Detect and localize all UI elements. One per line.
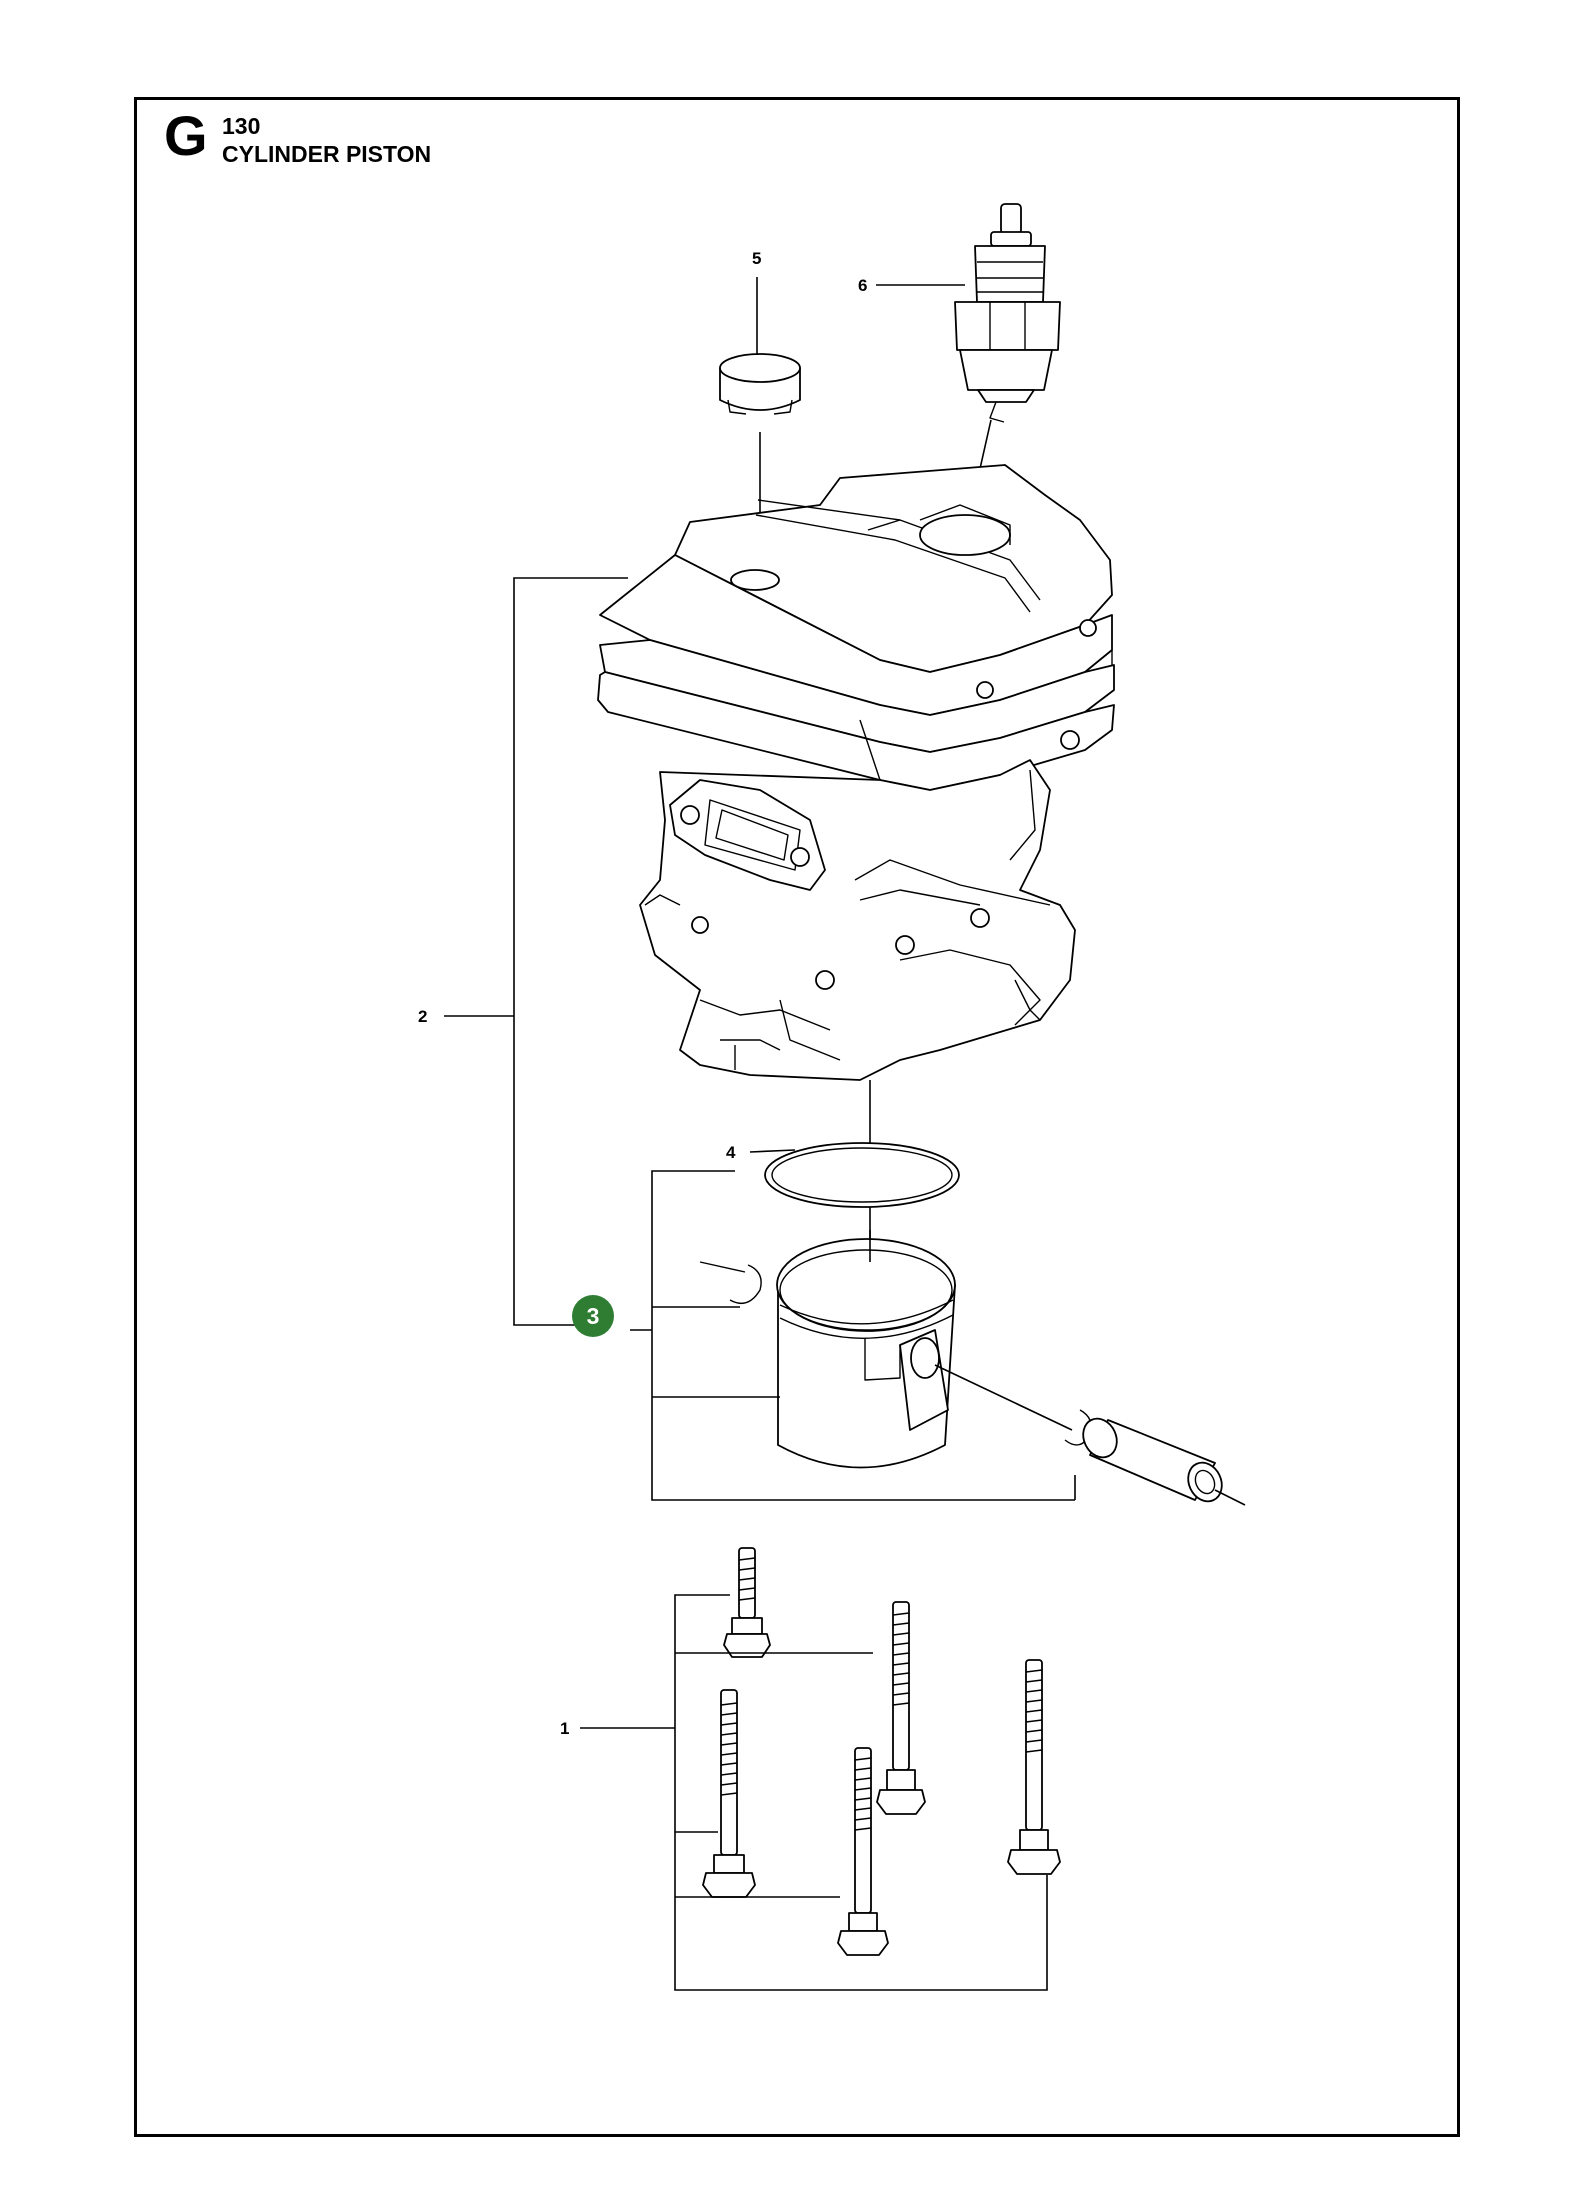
callout-2[interactable]: 2 [418,1007,427,1026]
piston[interactable] [776,1230,1073,1469]
piston-ring[interactable] [764,1080,960,1260]
callout-3[interactable]: 3 [587,1303,600,1329]
bolt-3[interactable] [702,1689,756,1898]
leader-bolts-bracket [580,1594,1048,1991]
page-title: CYLINDER PISTON [222,141,432,167]
callout-3-badge[interactable]: 3 [572,1295,614,1337]
bolt-2[interactable] [876,1601,926,1815]
leader-piston-bracket [630,1170,1076,1501]
callout-1[interactable]: 1 [560,1719,569,1738]
piston-pin[interactable] [1077,1413,1246,1507]
cylinder[interactable] [597,464,1115,1081]
leader-cylinder-bracket [444,577,628,1326]
bolt-1[interactable] [723,1547,771,1658]
callout-4[interactable]: 4 [726,1143,736,1162]
bolt-5[interactable] [1007,1659,1061,1875]
bolt-4[interactable] [837,1747,889,1956]
section-number: 130 [222,113,261,139]
highlight-circle [572,1295,614,1337]
spark-plug[interactable] [954,203,1061,536]
callout-6[interactable]: 6 [858,276,867,295]
callout-5[interactable]: 5 [752,249,761,268]
section-letter: G [164,104,208,167]
page-frame [134,97,1460,2137]
cylinder-cap[interactable] [719,353,801,580]
leader-4 [749,1149,796,1153]
circlip-left[interactable] [699,1261,762,1304]
